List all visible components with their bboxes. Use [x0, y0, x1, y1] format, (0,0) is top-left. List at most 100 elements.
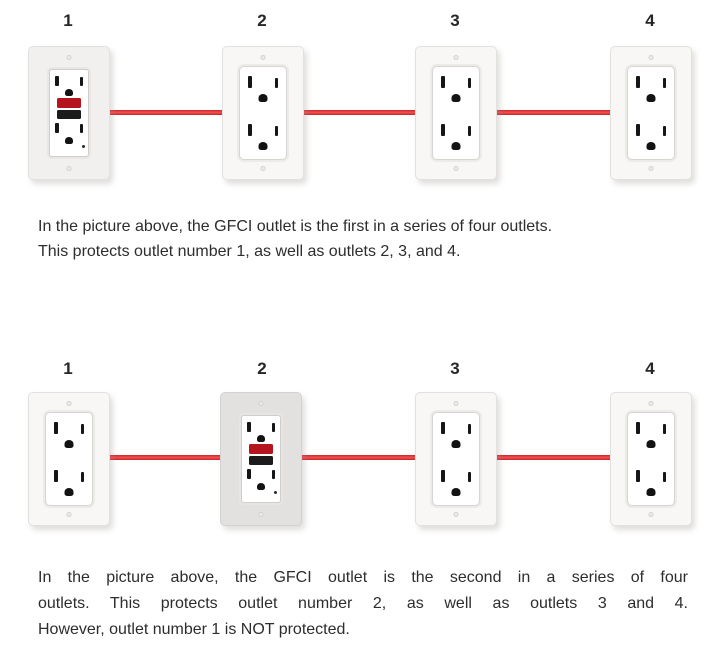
gfci-face: [241, 415, 281, 503]
power-slot-icon: [272, 470, 275, 479]
power-slot-icon: [275, 126, 278, 136]
outlet-face: [45, 412, 93, 506]
ground-hole-icon: [257, 483, 265, 490]
power-slot-icon: [468, 78, 471, 88]
outlet-face: [239, 66, 287, 160]
caption-line: However, outlet number 1 is NOT protecte…: [38, 621, 350, 638]
ground-hole-icon: [451, 488, 461, 496]
power-slot-icon: [468, 424, 471, 434]
power-slot-icon: [468, 126, 471, 136]
screw-icon: [648, 166, 654, 171]
screw-icon: [648, 512, 654, 517]
diagram2-gfci-outlet-2: [220, 392, 302, 526]
gfci-reset-button: [57, 110, 81, 119]
diagram1-wire-1-2: [106, 110, 224, 115]
diagram1-outlet-2-label: 2: [257, 11, 267, 30]
diagram2-outlet-3-label: 3: [450, 359, 460, 378]
gfci-reset-button: [249, 456, 273, 465]
caption-line: outlets. This protects outlet number 2, …: [38, 595, 688, 612]
ground-hole-icon: [646, 440, 656, 448]
power-slot-icon: [275, 78, 278, 88]
diagram2-outlet-3: [415, 392, 497, 526]
ground-hole-icon: [646, 142, 656, 150]
power-slot-icon: [636, 422, 640, 434]
power-slot-icon: [55, 123, 59, 133]
power-slot-icon: [441, 124, 445, 136]
ground-hole-icon: [64, 488, 74, 496]
screw-icon: [66, 512, 72, 517]
diagram2-outlet-2-label: 2: [257, 359, 267, 378]
screw-icon: [648, 401, 654, 406]
screw-icon: [66, 166, 72, 171]
ground-hole-icon: [258, 142, 268, 150]
screw-icon: [453, 401, 459, 406]
ground-hole-icon: [451, 440, 461, 448]
diagram2-outlet-1-label: 1: [63, 359, 73, 378]
outlet-face: [432, 412, 480, 506]
diagram1-outlet-2: [222, 46, 304, 180]
diagram1-outlet-4: [610, 46, 692, 180]
power-slot-icon: [636, 124, 640, 136]
screw-icon: [260, 55, 266, 60]
ground-hole-icon: [451, 142, 461, 150]
power-slot-icon: [54, 422, 58, 434]
power-slot-icon: [55, 76, 59, 86]
screw-icon: [453, 55, 459, 60]
diagram1-outlet-4-label: 4: [645, 11, 655, 30]
screw-icon: [258, 401, 264, 406]
power-slot-icon: [81, 472, 84, 482]
diagram2-wire-1-2: [106, 455, 222, 460]
ground-hole-icon: [257, 435, 265, 442]
power-slot-icon: [663, 424, 666, 434]
power-slot-icon: [81, 424, 84, 434]
gfci-test-button: [57, 98, 81, 108]
diagram1-wire-2-3: [300, 110, 417, 115]
screw-icon: [648, 55, 654, 60]
diagram2-outlet-4-label: 4: [645, 359, 655, 378]
screw-icon: [453, 512, 459, 517]
screw-icon: [66, 401, 72, 406]
outlet-face: [432, 66, 480, 160]
gfci-test-button: [249, 444, 273, 454]
ground-hole-icon: [646, 94, 656, 102]
power-slot-icon: [54, 470, 58, 482]
ground-hole-icon: [451, 94, 461, 102]
diagram1-outlet-3: [415, 46, 497, 180]
diagram2-outlet-4: [610, 392, 692, 526]
power-slot-icon: [441, 470, 445, 482]
power-slot-icon: [636, 76, 640, 88]
ground-hole-icon: [646, 488, 656, 496]
power-slot-icon: [468, 472, 471, 482]
diagram2-outlet-1: [28, 392, 110, 526]
gfci-face: [49, 69, 89, 157]
diagram2-caption: In the picture above, the GFCI outlet is…: [38, 565, 688, 643]
power-slot-icon: [248, 124, 252, 136]
caption-line: In the picture above, the GFCI outlet is…: [38, 569, 688, 586]
ground-hole-icon: [258, 94, 268, 102]
power-slot-icon: [663, 126, 666, 136]
indicator-light-icon: [82, 145, 85, 148]
screw-icon: [66, 55, 72, 60]
ground-hole-icon: [65, 137, 73, 144]
outlet-face: [627, 66, 675, 160]
power-slot-icon: [80, 77, 83, 86]
ground-hole-icon: [64, 440, 74, 448]
outlet-face: [627, 412, 675, 506]
screw-icon: [258, 512, 264, 517]
power-slot-icon: [663, 78, 666, 88]
power-slot-icon: [636, 470, 640, 482]
power-slot-icon: [247, 469, 251, 479]
power-slot-icon: [663, 472, 666, 482]
indicator-light-icon: [274, 491, 277, 494]
diagram1-outlet-1-label: 1: [63, 11, 73, 30]
diagram2-wire-3-4: [493, 455, 612, 460]
diagram1-wire-3-4: [493, 110, 612, 115]
caption-line: This protects outlet number 1, as well a…: [38, 243, 461, 260]
power-slot-icon: [441, 76, 445, 88]
caption-line: In the picture above, the GFCI outlet is…: [38, 218, 553, 235]
ground-hole-icon: [65, 89, 73, 96]
diagram1-gfci-outlet-1: [28, 46, 110, 180]
screw-icon: [453, 166, 459, 171]
power-slot-icon: [247, 422, 251, 432]
